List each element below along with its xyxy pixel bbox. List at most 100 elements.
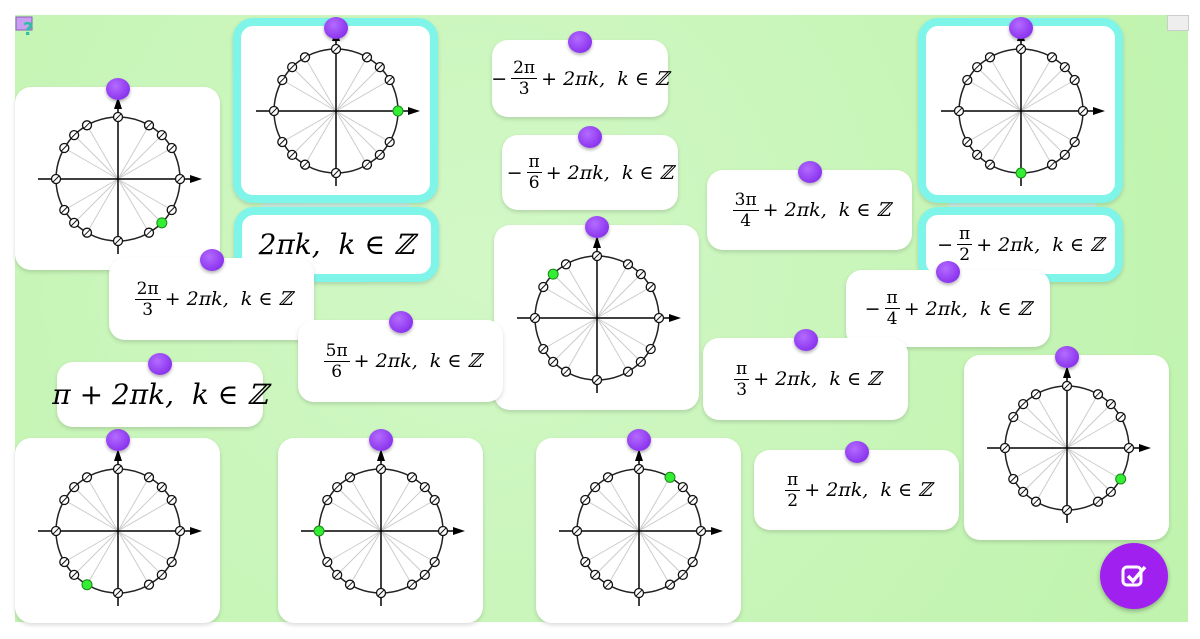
formula-suffix: + 2πk, k ∈ ℤ <box>353 350 482 372</box>
unit-circle-card[interactable] <box>233 17 438 203</box>
unit-circle-diagram <box>300 448 465 606</box>
radius-line <box>1066 416 1121 448</box>
unit-circle-card[interactable] <box>964 346 1169 540</box>
pin-handle[interactable] <box>936 261 960 283</box>
radius-line <box>1066 447 1121 479</box>
pin-handle[interactable] <box>844 441 869 463</box>
y-arrow-icon <box>1062 365 1071 378</box>
pin-handle[interactable] <box>368 429 393 451</box>
radius-line <box>86 124 118 179</box>
radius-line <box>638 476 670 531</box>
unit-circle-card[interactable] <box>536 429 741 623</box>
radius-line <box>304 110 336 165</box>
unit-circle-card[interactable] <box>278 429 483 623</box>
radius-line <box>1035 447 1067 502</box>
unit-circle-diagram <box>558 448 723 606</box>
radius-line <box>73 178 118 223</box>
radius-line <box>596 317 641 362</box>
fullscreen-icon[interactable] <box>1167 15 1189 31</box>
pin-handle[interactable] <box>199 249 224 271</box>
radius-line <box>335 79 390 111</box>
radius-line <box>380 530 412 585</box>
y-arrow-icon <box>634 448 643 461</box>
unit-circle-diagram <box>37 448 202 606</box>
radius-line <box>607 476 639 531</box>
radius-line <box>1020 79 1075 111</box>
radius-line <box>638 530 670 585</box>
radius-line <box>638 499 693 531</box>
radius-line <box>304 56 336 111</box>
formula-suffix: π + 2πk, k ∈ ℤ <box>52 378 268 411</box>
unit-circle-diagram <box>516 235 681 393</box>
radius-line <box>349 476 381 531</box>
unit-circle-card[interactable] <box>15 78 220 270</box>
pin-handle[interactable] <box>1008 17 1033 39</box>
x-arrow-icon <box>452 526 465 535</box>
fraction-numerator: π <box>957 224 973 245</box>
radius-line <box>638 530 693 562</box>
pin-handle[interactable] <box>1054 346 1079 368</box>
fraction-denominator: 4 <box>740 210 752 231</box>
highlighted-point <box>81 578 92 590</box>
check-button[interactable] <box>1100 543 1168 609</box>
formula-suffix: + 2πk, k ∈ ℤ <box>541 67 669 90</box>
fraction-denominator: 2 <box>959 245 971 265</box>
unit-circle-card[interactable] <box>494 216 699 410</box>
pin-handle[interactable] <box>323 17 348 39</box>
radius-line <box>380 530 435 562</box>
pin-handle[interactable] <box>797 161 822 183</box>
fraction-numerator: π <box>734 358 750 380</box>
radius-line <box>63 178 118 210</box>
pin-handle[interactable] <box>148 353 172 375</box>
radius-line <box>1020 66 1065 111</box>
pin-handle[interactable] <box>626 429 651 451</box>
pin-handle[interactable] <box>388 311 413 333</box>
highlighted-point <box>1114 473 1126 484</box>
pin-handle[interactable] <box>105 429 130 451</box>
unit-circle-card[interactable] <box>15 429 220 623</box>
pin-handle[interactable] <box>105 78 130 100</box>
radius-line <box>1066 403 1111 448</box>
radius-line <box>989 110 1021 165</box>
help-icon[interactable]: ? <box>15 15 37 40</box>
radius-line <box>966 79 1021 111</box>
x-arrow-icon <box>710 526 723 535</box>
pin-handle[interactable] <box>568 31 592 53</box>
pin-handle[interactable] <box>578 126 602 148</box>
pin-handle[interactable] <box>793 329 818 351</box>
formula-card[interactable]: π + 2πk, k ∈ ℤ <box>52 353 268 427</box>
formula-sign: − <box>491 67 508 90</box>
radius-line <box>1066 393 1098 448</box>
unit-circle-diagram <box>255 28 420 186</box>
fraction-denominator: 6 <box>331 361 343 382</box>
radius-line <box>335 110 390 142</box>
radius-line <box>584 530 639 562</box>
radius-line <box>542 317 597 349</box>
formula-card[interactable]: 2πk, k ∈ ℤ <box>234 207 439 282</box>
radius-line <box>1035 393 1067 448</box>
unit-circle-card[interactable] <box>918 17 1123 203</box>
pin-handle[interactable] <box>584 216 609 238</box>
radius-line <box>542 286 597 318</box>
x-arrow-icon <box>1092 106 1105 115</box>
radius-line <box>291 66 336 111</box>
radius-line <box>73 530 118 575</box>
highlighted-point <box>547 268 559 280</box>
radius-line <box>335 110 380 155</box>
radius-line <box>1020 110 1065 155</box>
radius-line <box>1066 447 1111 492</box>
radius-line <box>380 530 425 575</box>
radius-line <box>117 134 162 179</box>
radius-line <box>596 273 641 318</box>
